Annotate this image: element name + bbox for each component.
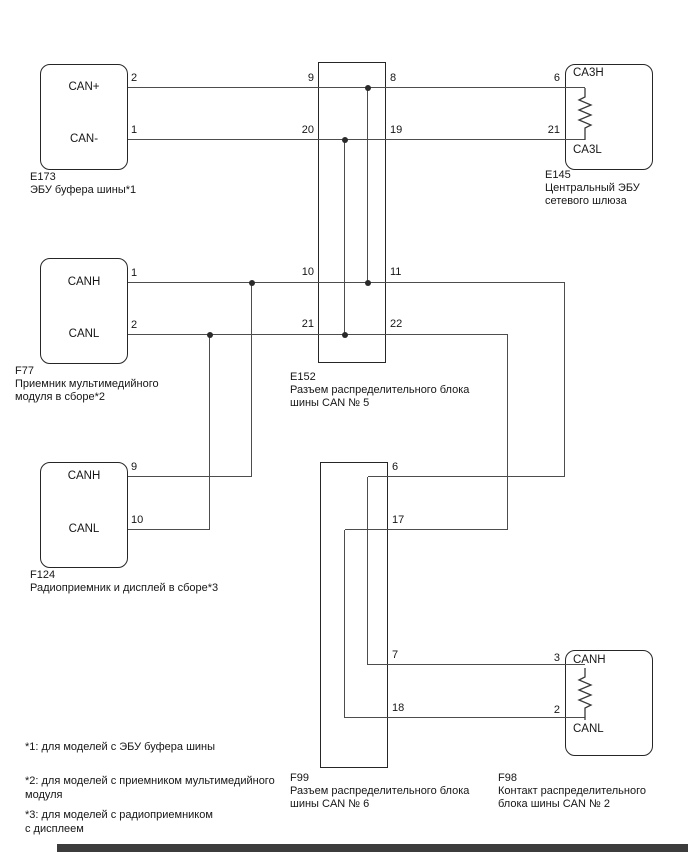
e152-connector-box xyxy=(318,62,386,363)
resistor-icon xyxy=(577,668,593,720)
e152-pin-21: 21 xyxy=(301,318,314,330)
wire-can-low-top xyxy=(128,139,585,141)
f98-box xyxy=(565,650,653,756)
f98-terminal-canl: CANL xyxy=(573,723,604,735)
e145-id: E145 xyxy=(545,169,571,181)
resistor-icon xyxy=(577,88,593,140)
wire-canh-mid xyxy=(128,282,565,284)
f98-pin-3: 3 xyxy=(553,652,560,664)
wire-f124-canh xyxy=(128,476,252,478)
wire-e152-to-f99-high xyxy=(564,283,566,477)
e152-pin-9: 9 xyxy=(307,72,314,84)
e145-caption1: Центральный ЭБУ xyxy=(545,182,640,194)
wire-f99-pin7 xyxy=(368,664,585,666)
junction-dot xyxy=(342,137,348,143)
f99-pin-17: 17 xyxy=(392,514,405,526)
e173-terminal-can-minus: CAN- xyxy=(69,133,99,145)
wire-e152-to-f99-low xyxy=(507,335,509,530)
e145-pin-21: 21 xyxy=(547,124,560,136)
junction-dot xyxy=(365,85,371,91)
wire-f124-canl xyxy=(128,529,210,531)
wire-f99-internal-low xyxy=(344,530,346,718)
wire-f99-pin17 xyxy=(345,529,508,531)
f98-terminal-canh: CANH xyxy=(573,654,606,666)
f77-pin-2: 2 xyxy=(131,319,138,331)
f77-pin-1: 1 xyxy=(131,267,138,279)
e145-terminal-ca3h: CA3H xyxy=(573,67,604,79)
e173-id: E173 xyxy=(30,171,56,183)
e173-pin-2: 2 xyxy=(131,72,138,84)
f98-caption1: Контакт распределительного xyxy=(498,785,646,797)
f99-pin-7: 7 xyxy=(392,649,399,661)
f99-pin-18: 18 xyxy=(392,702,405,714)
f77-caption2: модуля в сборе*2 xyxy=(15,391,105,403)
wire-branch-f124-canh xyxy=(251,283,253,477)
wire-e152-internal-high xyxy=(367,88,369,283)
wire-f99-pin6 xyxy=(368,476,565,478)
e145-caption2: сетевого шлюза xyxy=(545,195,627,207)
f124-terminal-canl: CANL xyxy=(68,523,100,535)
footnote-3-line2: с дисплеем xyxy=(25,823,84,835)
f98-caption2: блока шины CAN № 2 xyxy=(498,798,610,810)
f99-pin-6: 6 xyxy=(392,461,399,473)
f99-caption1: Разъем распределительного блока xyxy=(290,785,470,797)
wire-branch-f124-canl xyxy=(209,335,211,530)
f99-caption2: шины CAN № 6 xyxy=(290,798,370,810)
e145-terminal-ca3l: CA3L xyxy=(573,144,602,156)
f124-box xyxy=(40,462,128,568)
e152-pin-19: 19 xyxy=(390,124,403,136)
f77-caption1: Приемник мультимедийного xyxy=(15,378,159,390)
e145-pin-6: 6 xyxy=(553,72,560,84)
f98-id: F98 xyxy=(498,772,517,784)
f77-terminal-canh: CANH xyxy=(67,276,101,288)
e152-pin-11: 11 xyxy=(390,266,402,278)
f124-terminal-canh: CANH xyxy=(67,470,101,482)
footnote-3-line1: *3: для моделей с радиоприемником xyxy=(25,809,213,821)
e145-box xyxy=(565,64,653,170)
wire-f99-pin18 xyxy=(345,717,585,719)
f124-pin-9: 9 xyxy=(131,461,138,473)
e152-id: E152 xyxy=(290,371,316,383)
f124-pin-10: 10 xyxy=(131,514,144,526)
e152-pin-10: 10 xyxy=(301,266,314,278)
e152-caption2: шины CAN № 5 xyxy=(290,397,370,409)
wire-can-high-top xyxy=(128,87,585,89)
footnote-2-line2: модуля xyxy=(25,789,63,801)
junction-dot xyxy=(365,280,371,286)
e152-pin-22: 22 xyxy=(390,318,403,330)
e152-pin-20: 20 xyxy=(301,124,314,136)
e152-pin-8: 8 xyxy=(390,72,397,84)
f77-box xyxy=(40,258,128,364)
e173-caption: ЭБУ буфера шины*1 xyxy=(30,184,137,196)
f98-pin-2: 2 xyxy=(553,704,560,716)
f99-connector-box xyxy=(320,462,388,768)
junction-dot xyxy=(342,332,348,338)
f77-id: F77 xyxy=(15,365,34,377)
wire-e152-internal-low xyxy=(344,140,346,335)
e152-caption1: Разъем распределительного блока xyxy=(290,384,470,396)
junction-dot xyxy=(207,332,213,338)
f124-id: F124 xyxy=(30,569,56,581)
f124-caption: Радиоприемник и дисплей в сборе*3 xyxy=(30,582,219,594)
wire-f99-internal-high xyxy=(367,477,369,665)
bottom-strip xyxy=(57,844,688,852)
footnote-2-line1: *2: для моделей с приемником мультимедий… xyxy=(25,775,275,787)
wire-canl-mid xyxy=(128,334,508,336)
footnote-1: *1: для моделей с ЭБУ буфера шины xyxy=(25,741,216,753)
f77-terminal-canl: CANL xyxy=(68,328,100,340)
f99-id: F99 xyxy=(290,772,309,784)
e173-terminal-can-plus: CAN+ xyxy=(68,81,100,93)
e173-pin-1: 1 xyxy=(131,124,138,136)
e173-box xyxy=(40,64,128,170)
junction-dot xyxy=(249,280,255,286)
